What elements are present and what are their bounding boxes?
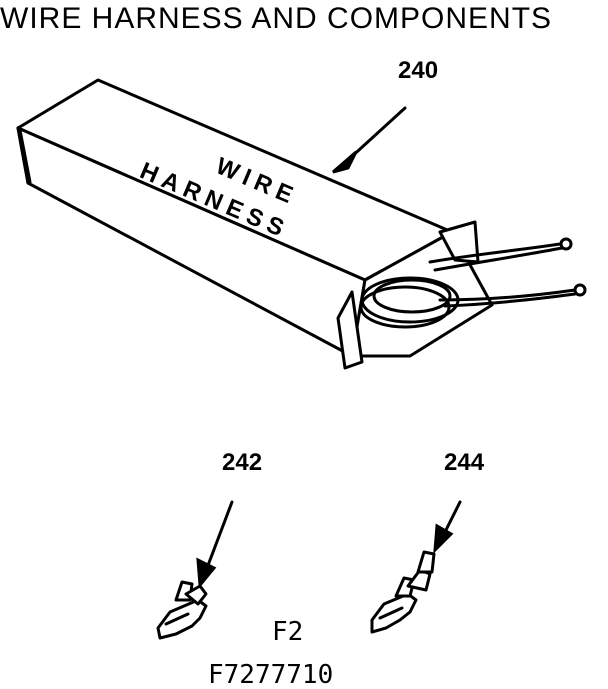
wire-lead-lower-2 (443, 292, 577, 308)
figure-id: F2 (272, 617, 303, 647)
terminal-244 (370, 550, 436, 634)
wire-lead-upper (428, 242, 562, 264)
arrow-242 (196, 500, 234, 589)
callout-242: 242 (222, 449, 262, 476)
arrow-244 (433, 500, 462, 554)
terminal-242 (156, 580, 208, 640)
callout-240: 240 (398, 57, 438, 84)
wire-harness-box: WIRE HARNESS (16, 78, 587, 370)
wire-lead-upper-2 (433, 246, 564, 272)
arrow-240 (332, 106, 407, 174)
box-end-face (16, 126, 32, 185)
wire-terminal-ring-upper (559, 237, 573, 251)
wire-coil-inner (372, 278, 452, 314)
callout-244: 244 (444, 449, 485, 476)
drawing-code: F7277710 (208, 660, 333, 689)
wire-terminal-ring-lower (573, 283, 587, 297)
box-side-flap (336, 290, 364, 370)
wire-lead-lower (438, 288, 577, 302)
diagram-title: WIRE HARNESS AND COMPONENTS (0, 2, 552, 35)
